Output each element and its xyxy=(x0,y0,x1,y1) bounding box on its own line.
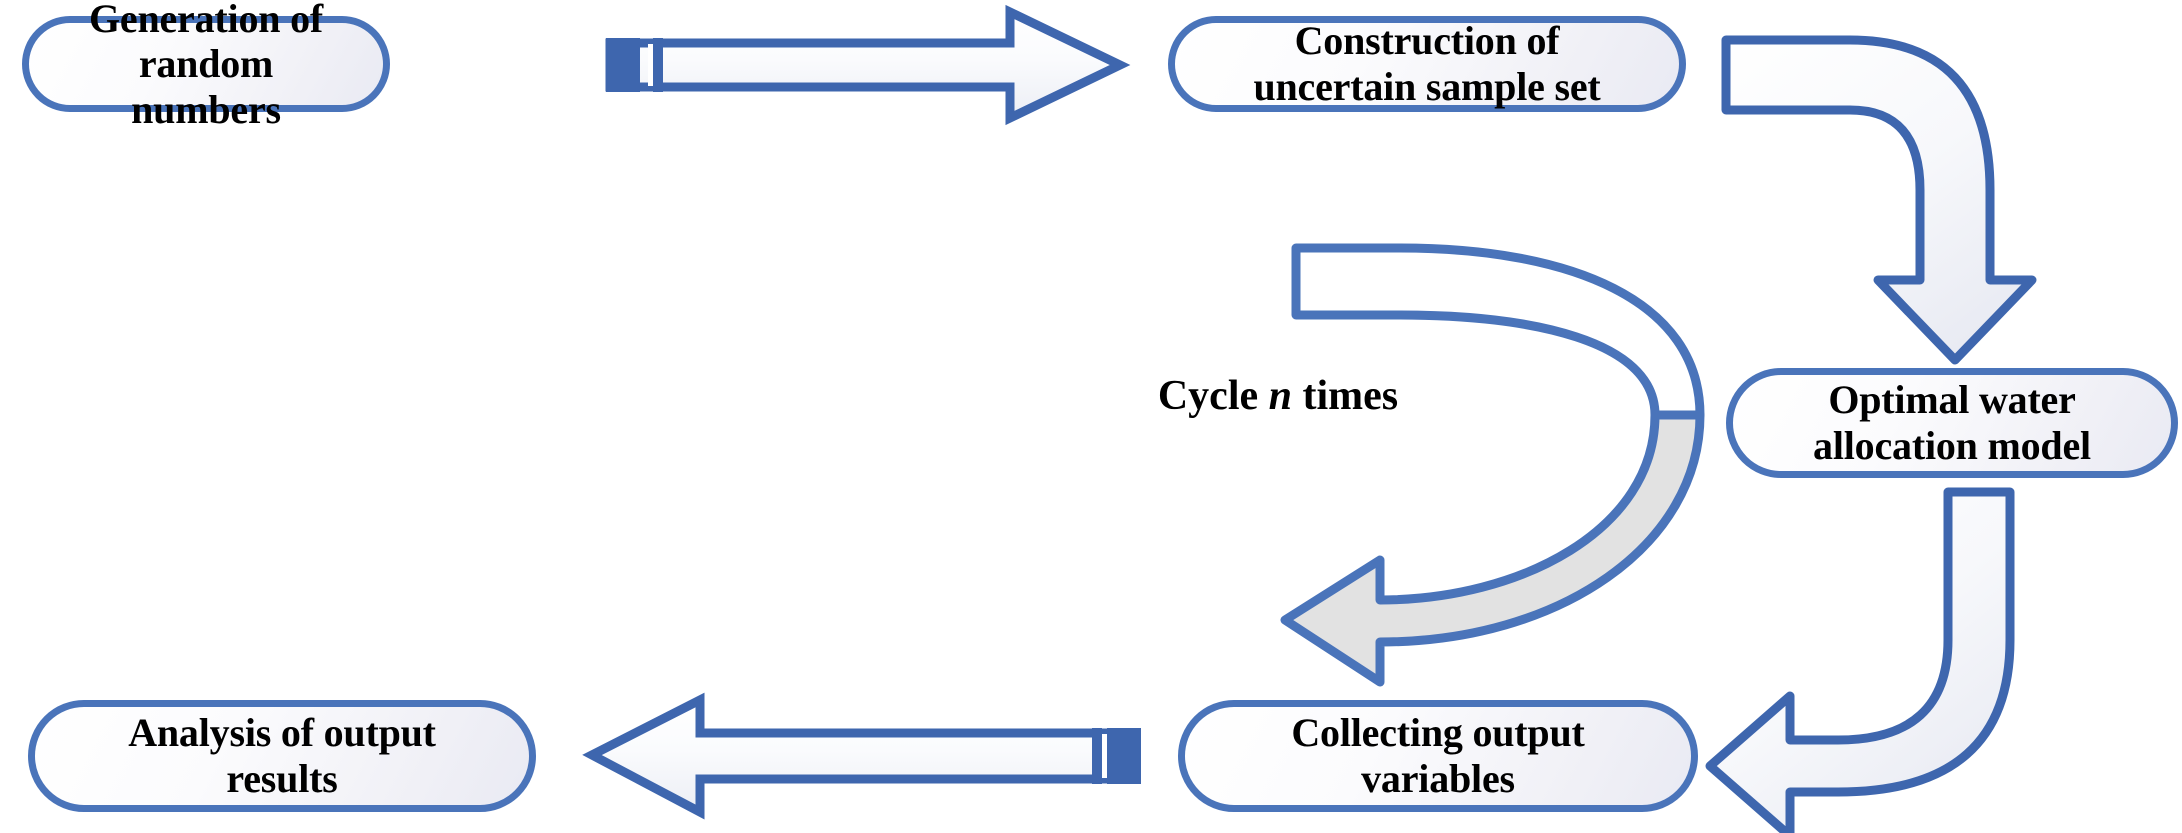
arrow-right-straight xyxy=(605,4,1131,126)
node-label: Optimal water allocation model xyxy=(1813,377,2091,468)
node-label: Construction of uncertain sample set xyxy=(1253,18,1601,109)
node-analysis-of-output-results[interactable]: Analysis of output results xyxy=(28,700,536,812)
node-label: Analysis of output results xyxy=(128,710,436,801)
cycle-caption-prefix: Cycle xyxy=(1157,373,1269,419)
node-construction-of-uncertain-sample-set[interactable]: Construction of uncertain sample set xyxy=(1168,16,1686,112)
node-collecting-output-variables[interactable]: Collecting output variables xyxy=(1178,700,1698,812)
cycle-caption-variable: n xyxy=(1268,373,1292,419)
node-label: Generation of random numbers xyxy=(88,0,324,132)
arrow-bent-right-down xyxy=(1721,35,2037,365)
arrow-bent-down-left xyxy=(1705,487,2015,833)
cycle-caption-suffix: times xyxy=(1292,373,1399,419)
node-label: Collecting output variables xyxy=(1291,710,1585,801)
arrow-circular-uturn xyxy=(1280,243,1705,687)
arrow-left-straight xyxy=(582,692,1141,820)
node-optimal-water-allocation-model[interactable]: Optimal water allocation model xyxy=(1726,368,2178,478)
node-generation-of-random-numbers[interactable]: Generation of random numbers xyxy=(22,0,390,132)
cycle-loop-caption: Cycle n times xyxy=(1108,372,1448,420)
